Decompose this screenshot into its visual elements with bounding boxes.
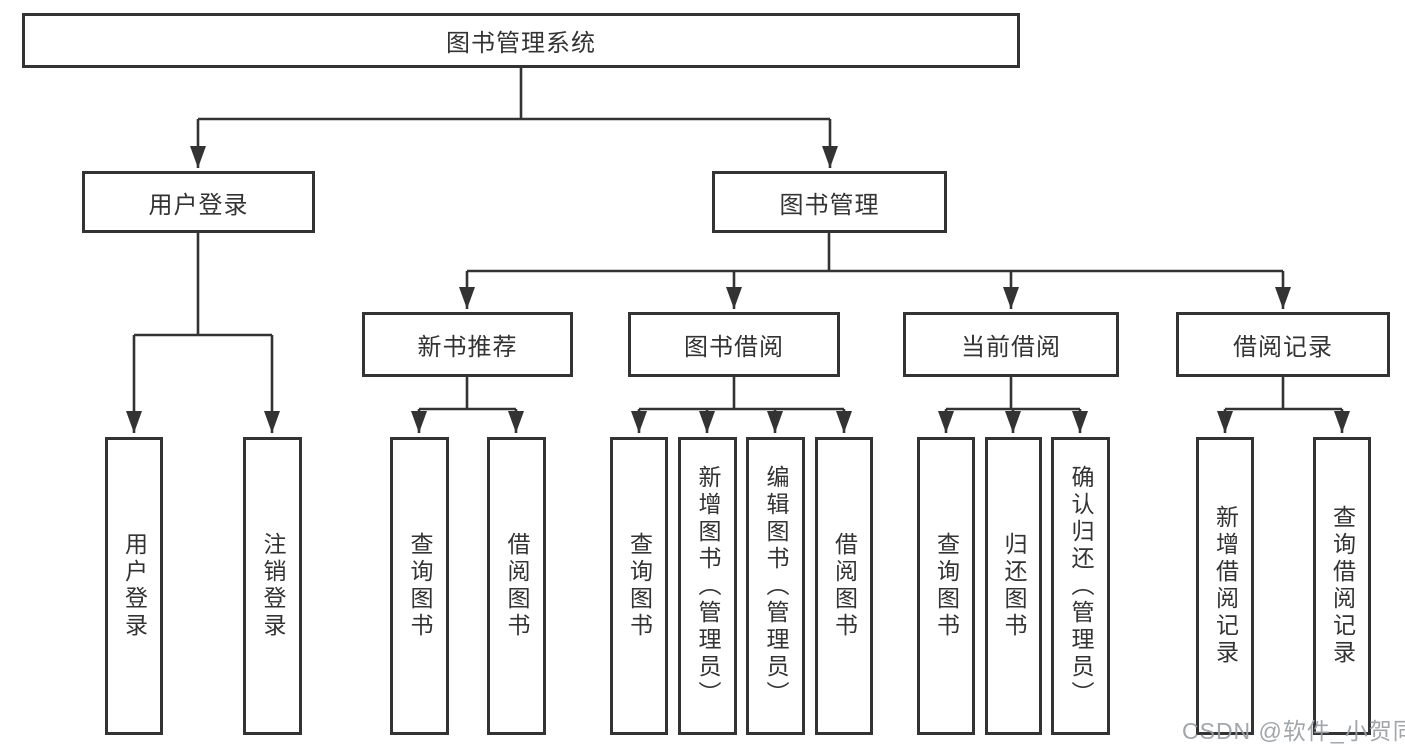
- node-borrow-record: 借阅记录: [1176, 312, 1390, 377]
- node-current-borrow: 当前借阅: [903, 312, 1119, 377]
- leaf-edit-book-admin: 编辑图书（管理员）: [746, 437, 805, 735]
- leaf-query-books-1-label: 查询图书: [407, 532, 433, 640]
- leaf-query-borrow-record-label: 查询借阅记录: [1329, 505, 1356, 667]
- leaf-query-books-2: 查询图书: [610, 437, 668, 735]
- leaf-return-book: 归还图书: [985, 437, 1042, 735]
- leaf-borrow-books-1-label: 借阅图书: [504, 532, 530, 640]
- node-root: 图书管理系统: [22, 13, 1020, 68]
- leaf-edit-book-admin-label: 编辑图书（管理员）: [763, 464, 789, 708]
- leaf-logout-label: 注销登录: [260, 532, 286, 640]
- node-book-borrow: 图书借阅: [628, 312, 840, 377]
- leaf-query-books-3: 查询图书: [917, 437, 975, 735]
- leaf-borrow-books-2-label: 借阅图书: [831, 532, 858, 640]
- leaf-borrow-books-1: 借阅图书: [487, 437, 546, 735]
- leaf-user-login-label: 用户登录: [121, 532, 148, 640]
- node-user-login: 用户登录: [82, 171, 315, 233]
- node-borrow-record-label: 借阅记录: [1233, 334, 1333, 361]
- leaf-add-borrow-record-label: 新增借阅记录: [1212, 505, 1239, 667]
- csdn-watermark: CSDN @软件_小贺同学: [1182, 718, 1405, 744]
- leaf-borrow-books-2: 借阅图书: [815, 437, 873, 735]
- leaf-query-books-1: 查询图书: [390, 437, 449, 735]
- node-new-book-recommend-label: 新书推荐: [417, 334, 518, 361]
- node-book-borrow-label: 图书借阅: [684, 334, 784, 361]
- leaf-logout: 注销登录: [243, 437, 302, 735]
- leaf-confirm-return-admin-label: 确认归还（管理员）: [1068, 464, 1094, 708]
- leaf-add-borrow-record: 新增借阅记录: [1196, 437, 1254, 735]
- leaf-confirm-return-admin: 确认归还（管理员）: [1051, 437, 1110, 735]
- leaf-add-book-admin-label: 新增图书（管理员）: [695, 464, 721, 708]
- leaf-query-books-2-label: 查询图书: [626, 532, 653, 640]
- node-current-borrow-label: 当前借阅: [961, 334, 1061, 361]
- leaf-add-book-admin: 新增图书（管理员）: [678, 437, 737, 735]
- node-new-book-recommend: 新书推荐: [362, 312, 573, 377]
- leaf-return-book-label: 归还图书: [1001, 532, 1027, 640]
- node-book-management-label: 图书管理: [779, 191, 880, 219]
- leaf-query-books-3-label: 查询图书: [933, 532, 960, 640]
- node-user-login-label: 用户登录: [148, 191, 249, 219]
- node-book-management: 图书管理: [712, 171, 947, 233]
- node-root-label: 图书管理系统: [446, 30, 596, 57]
- leaf-user-login: 用户登录: [105, 437, 163, 735]
- leaf-query-borrow-record: 查询借阅记录: [1313, 437, 1371, 735]
